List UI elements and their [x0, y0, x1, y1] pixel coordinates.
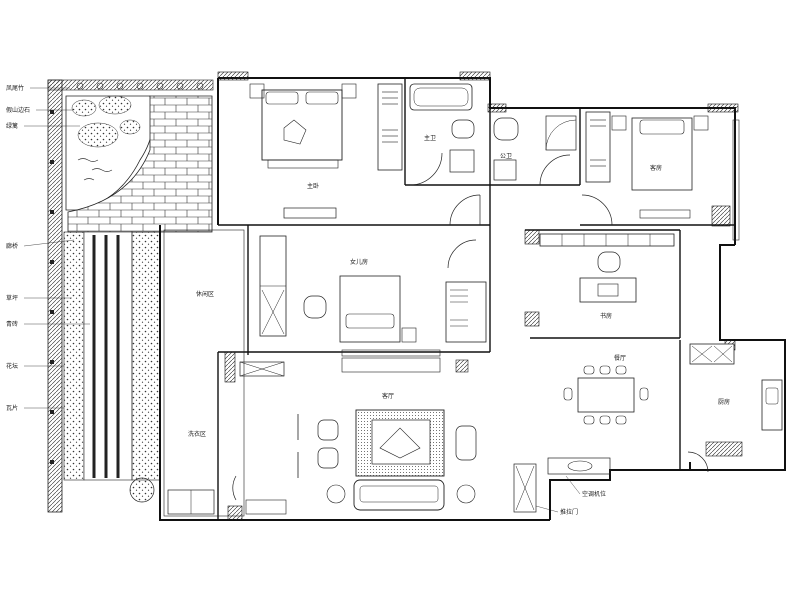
daughter-closet [445, 281, 487, 343]
room-label-daughter-room: 女儿房 [350, 258, 368, 266]
room-label-kitchen: 厨房 [718, 398, 730, 406]
label-balcony-door: 推拉门 [560, 508, 578, 516]
room-label-master-bath: 主卫 [424, 134, 436, 142]
room-label-laundry: 洗衣区 [188, 430, 206, 438]
label-lawn: 草坪 [6, 294, 18, 302]
guest-bed [631, 117, 693, 191]
label-tile: 瓦片 [6, 404, 18, 412]
room-label-guest-room: 客房 [650, 164, 662, 172]
kitchen-counter-top [689, 343, 735, 365]
living-room: 客厅 [239, 357, 477, 515]
label-bridge: 廊桥 [6, 242, 18, 250]
interior-walls [217, 78, 735, 520]
room-label-study: 书房 [600, 312, 612, 320]
master-desk [283, 207, 337, 219]
label-flower-border: 花坛 [6, 362, 18, 370]
stone-path [83, 231, 133, 481]
label-stone-path: 青砖 [6, 320, 18, 328]
door-swings [232, 152, 709, 501]
south-balcony: 空调机位 推拉门 [513, 457, 611, 516]
tree-icon [129, 477, 155, 503]
room-label-living: 客厅 [382, 392, 394, 400]
garden-fence [47, 79, 63, 513]
sofa [353, 479, 445, 511]
study: 书房 [539, 233, 675, 320]
label-bamboo: 凤尾竹 [6, 84, 24, 92]
bathtub [409, 83, 473, 111]
study-chair [597, 251, 621, 273]
vanity [449, 149, 475, 173]
daughter-bed [339, 275, 401, 343]
master-bed [261, 89, 343, 161]
daughter-room: 女儿房 [259, 235, 487, 357]
master-bedroom: 主卧 [249, 83, 403, 219]
kitchen: 厨房 [689, 343, 783, 457]
room-label-dining: 餐厅 [614, 354, 626, 362]
label-plants: 绿篱 [6, 122, 18, 130]
guest-room: 客房 [585, 111, 740, 241]
rockery [71, 95, 141, 148]
dining-table [577, 377, 635, 413]
armchairs [317, 419, 477, 469]
study-bookshelf [539, 233, 675, 247]
room-label-master-bedroom: 主卧 [307, 182, 319, 190]
dining-area: 餐厅 [563, 354, 649, 425]
guest-bath: 公卫 [493, 115, 577, 181]
toilet [451, 119, 475, 139]
label-stone-edge: 假山边石 [6, 106, 30, 114]
guest-wardrobe [585, 111, 611, 183]
room-label-guest-bath: 公卫 [500, 153, 512, 160]
garden-area [47, 79, 214, 513]
stove [705, 441, 743, 457]
lawn-strip [63, 231, 85, 481]
room-label-leisure: 休闲区 [196, 290, 214, 298]
kitchen-counter-side [761, 379, 783, 431]
leisure-laundry: 休闲区 洗衣区 [163, 229, 245, 517]
flower-bed [131, 231, 161, 481]
master-bath: 主卫 [409, 83, 475, 173]
daughter-desk-chair [303, 295, 327, 319]
label-ac-unit: 空调机位 [582, 490, 606, 498]
study-desk [579, 277, 637, 303]
garden-legend: 凤尾竹 假山边石 绿篱 廊桥 草坪 青砖 花坛 瓦片 [6, 84, 90, 412]
master-wardrobe [377, 83, 403, 171]
